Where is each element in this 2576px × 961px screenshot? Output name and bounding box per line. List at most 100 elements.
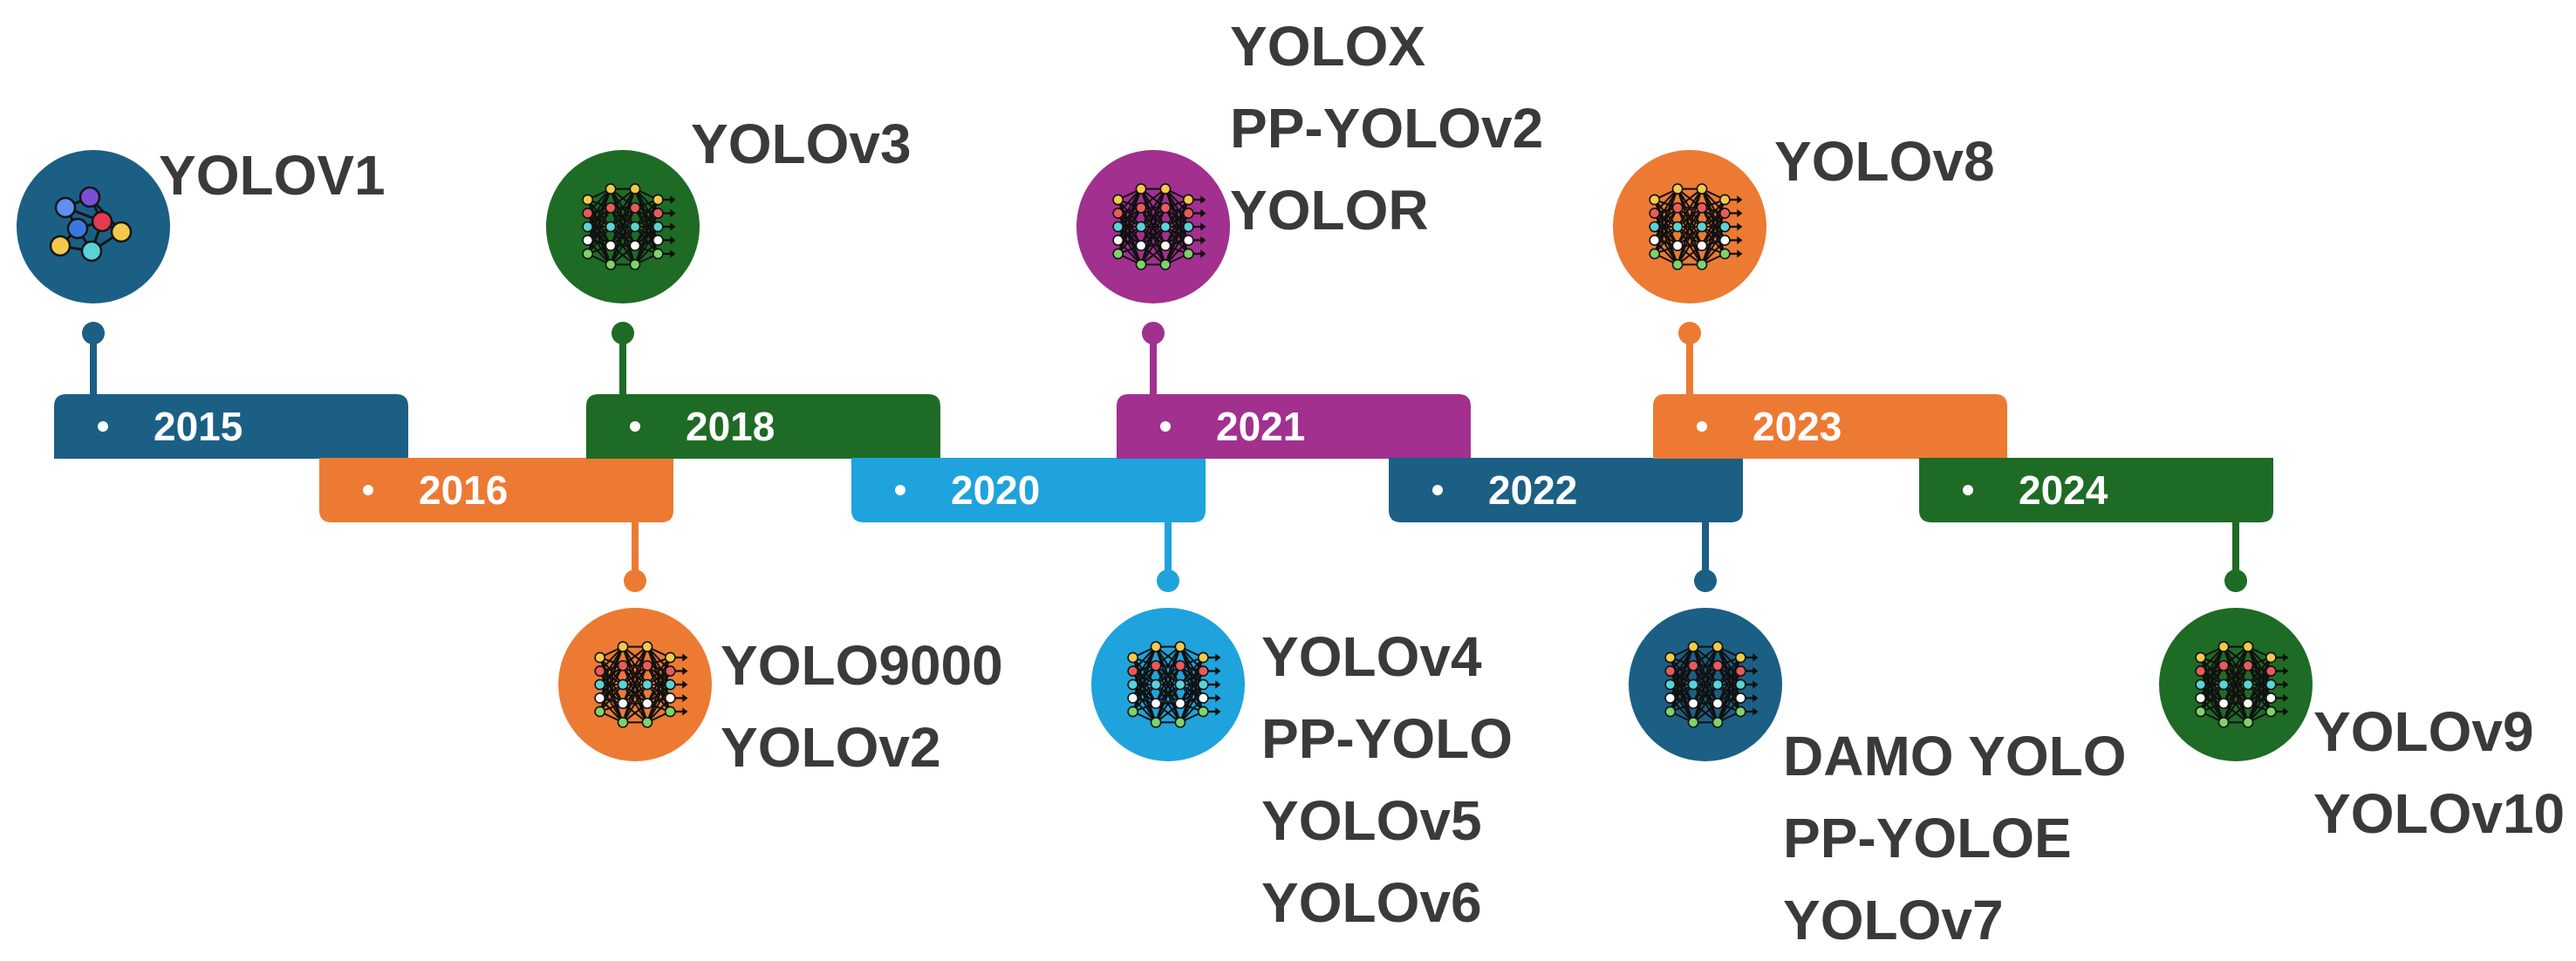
model-label: YOLOX (1230, 15, 1426, 78)
network-arrow (682, 693, 688, 703)
year-label: 2020 (951, 467, 1040, 513)
network-node (1135, 221, 1147, 233)
network-node (1159, 240, 1172, 252)
network-node (1159, 259, 1172, 270)
network-link (610, 188, 636, 265)
network-arrow (1215, 693, 1221, 703)
model-label: PP-YOLOv2 (1230, 97, 1544, 160)
network-arrow (1215, 680, 1221, 689)
network-node (641, 678, 653, 691)
network-node (1696, 259, 1708, 270)
network-link (2247, 671, 2272, 723)
network-link (2223, 646, 2249, 685)
network-link (1701, 199, 1726, 247)
network-node (641, 698, 653, 710)
network-node (1734, 692, 1746, 704)
network-link (1717, 697, 1742, 724)
network-arrow (1753, 653, 1759, 662)
network-arrow (2283, 653, 2289, 662)
network-link (586, 226, 612, 255)
network-node (1664, 651, 1677, 664)
network-node (664, 692, 676, 704)
network-node (605, 201, 617, 214)
network-node (1197, 692, 1209, 704)
network-link (2199, 665, 2224, 712)
network-link (610, 188, 636, 247)
network-link (1179, 697, 1205, 724)
network-link (1165, 199, 1190, 247)
network-node (629, 183, 641, 194)
network-link (646, 684, 672, 723)
network-link (1131, 684, 1157, 712)
connector-dot (624, 569, 646, 592)
network-link (1179, 657, 1205, 705)
network-node (617, 698, 629, 710)
network-node (1712, 641, 1724, 652)
network-node (2195, 651, 2207, 664)
network-arrow (1200, 249, 1206, 258)
network-link (634, 199, 659, 247)
model-label: YOLOR (1230, 179, 1429, 242)
network-link (1692, 684, 1718, 723)
network-link (1155, 665, 1181, 723)
year-label: 2022 (1488, 467, 1577, 513)
network-link (1701, 212, 1726, 247)
network-node (1135, 240, 1147, 252)
models-2020: YOLOv4 PP-YOLO YOLOv5 YOLOv6 (1261, 616, 1513, 944)
bullet-dot (1160, 421, 1171, 432)
network-link (1140, 226, 1166, 265)
network-node (664, 651, 676, 664)
network-node (2217, 698, 2230, 710)
network-node (1135, 201, 1147, 214)
bullet-dot (363, 485, 373, 495)
network-link (1677, 188, 1703, 247)
network-arrow (1200, 235, 1206, 245)
network-link (2247, 670, 2272, 705)
network-node (582, 235, 594, 246)
neural-network-icon (594, 641, 688, 728)
network-node (1112, 221, 1124, 233)
network-arrow (682, 707, 688, 716)
network-arrow (670, 208, 676, 218)
network-node (2217, 659, 2230, 671)
year-label: 2016 (419, 467, 508, 513)
network-node (1664, 665, 1677, 677)
network-link (610, 226, 636, 265)
year-label: 2024 (2019, 467, 2108, 513)
year-bar (54, 394, 408, 459)
bullet-dot (895, 485, 905, 495)
connector-dot (1157, 569, 1179, 592)
network-node (1182, 248, 1194, 260)
molecule-node (91, 210, 113, 233)
network-link (1179, 684, 1205, 723)
network-node (1696, 201, 1708, 214)
network-link (634, 239, 659, 266)
network-node (664, 705, 676, 718)
network-node (1127, 651, 1139, 664)
network-link (1179, 657, 1205, 685)
network-node (1712, 678, 1724, 691)
network-link (634, 212, 659, 247)
network-link (1155, 646, 1181, 723)
network-node (1687, 698, 1699, 710)
network-link (1131, 646, 1157, 685)
network-arrow (1737, 222, 1743, 231)
network-link (1701, 239, 1726, 266)
molecule-node (66, 217, 89, 240)
network-node (1127, 692, 1139, 704)
network-node (1664, 692, 1677, 704)
network-node (2265, 705, 2277, 718)
network-arrow (1753, 707, 1759, 716)
network-link (1717, 657, 1742, 685)
network-link (1677, 188, 1703, 228)
network-node (1712, 717, 1724, 728)
network-node (605, 240, 617, 252)
network-node (1734, 705, 1746, 718)
network-link (1669, 645, 1694, 672)
network-link (634, 213, 659, 265)
network-link (634, 226, 659, 265)
year-bar (586, 394, 940, 459)
network-node (1671, 240, 1684, 252)
network-arrow (2283, 707, 2289, 716)
network-link (598, 646, 624, 685)
